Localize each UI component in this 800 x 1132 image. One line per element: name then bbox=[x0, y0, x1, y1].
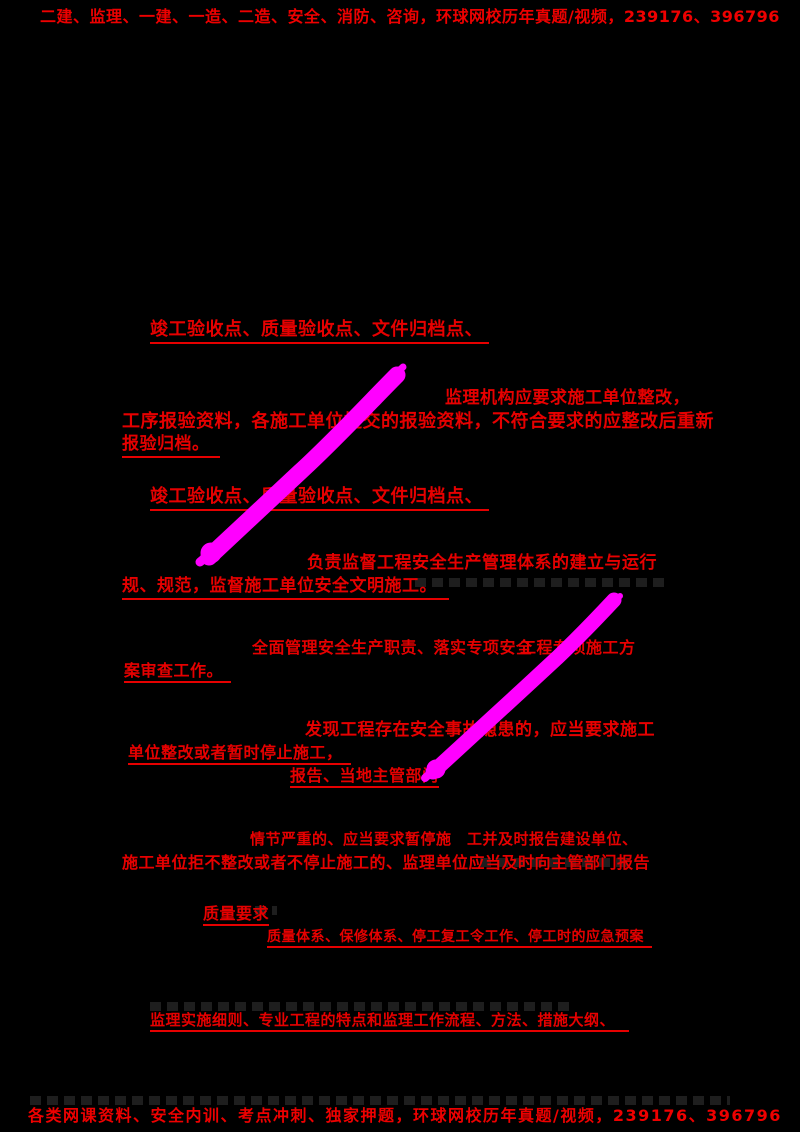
note-rework-line-2: 工序报验资料，各施工单位提交的报验资料，不符合要求的应整改后重新 bbox=[122, 411, 714, 432]
note-rework-line-1: 监理机构应要求施工单位整改， bbox=[445, 388, 690, 408]
note-phase-line-1: 竣工验收点、质量验收点、文件归档点、 bbox=[150, 319, 489, 344]
faint-ghost-text-row bbox=[480, 858, 630, 867]
note-phase-line-2: 竣工验收点、质量验收点、文件归档点、 bbox=[150, 486, 489, 511]
note-heading-quality: 质量要求 bbox=[203, 904, 270, 927]
note-report-line-1b: 工并及时报告建设单位、 bbox=[467, 830, 638, 848]
magenta-stroke-1-tail bbox=[195, 540, 225, 567]
magenta-stroke-1-blob bbox=[200, 542, 222, 564]
note-hazard-line-1: 发现工程存在安全事故隐患的，应当要求施工 bbox=[305, 720, 655, 740]
note-rules-line: 监理实施细则、专业工程的特点和监理工作流程、方法、措施大纲、 bbox=[150, 1011, 630, 1033]
note-special-plan-line-2: 案审查工作。 bbox=[124, 661, 232, 684]
watermark-top: 二建、监理、一建、一造、二造、安全、消防、咨询，环球网校历年真题/视频，2391… bbox=[40, 7, 780, 26]
note-hazard-line-3: 报告、当地主管部门 bbox=[290, 766, 439, 789]
faint-ghost-text-row bbox=[415, 578, 670, 587]
faint-ghost-text-row bbox=[30, 1096, 730, 1105]
magenta-stroke-1-tip bbox=[384, 363, 407, 385]
note-special-plan-line-1a: 全面管理安全生产职责、落实专项安全 bbox=[252, 638, 533, 657]
note-safety-duty-line-1: 负责监督工程安全生产管理体系的建立与运行 bbox=[307, 553, 657, 573]
magenta-stroke-1 bbox=[200, 366, 406, 566]
note-systems-line: 质量体系、保修体系、停工复工令工作、停工时的应急预案 bbox=[267, 929, 652, 949]
magenta-stroke-2-tip bbox=[600, 593, 623, 614]
faint-ghost-text-row bbox=[150, 1002, 570, 1011]
note-special-plan-line-1b: 工程专项施工方 bbox=[520, 638, 636, 657]
note-report-line-1a: 情节严重的、应当要求暂停施 bbox=[250, 830, 452, 848]
faint-ghost-text-row bbox=[255, 906, 277, 915]
note-hazard-line-2: 单位整改或者暂时停止施工， bbox=[128, 743, 351, 766]
note-rework-line-3: 报验归档。 bbox=[122, 434, 220, 458]
magenta-stroke-2 bbox=[425, 592, 622, 780]
note-safety-duty-line-2: 规、规范，监督施工单位安全文明施工。 bbox=[122, 576, 449, 600]
note-report-line-2: 施工单位拒不整改或者不停止施工的、监理单位应当及时向主管部门报告 bbox=[122, 853, 651, 872]
watermark-bottom: 各类网课资料、安全内训、考点冲刺、独家押题，环球网校历年真题/视频，239176… bbox=[28, 1106, 782, 1125]
